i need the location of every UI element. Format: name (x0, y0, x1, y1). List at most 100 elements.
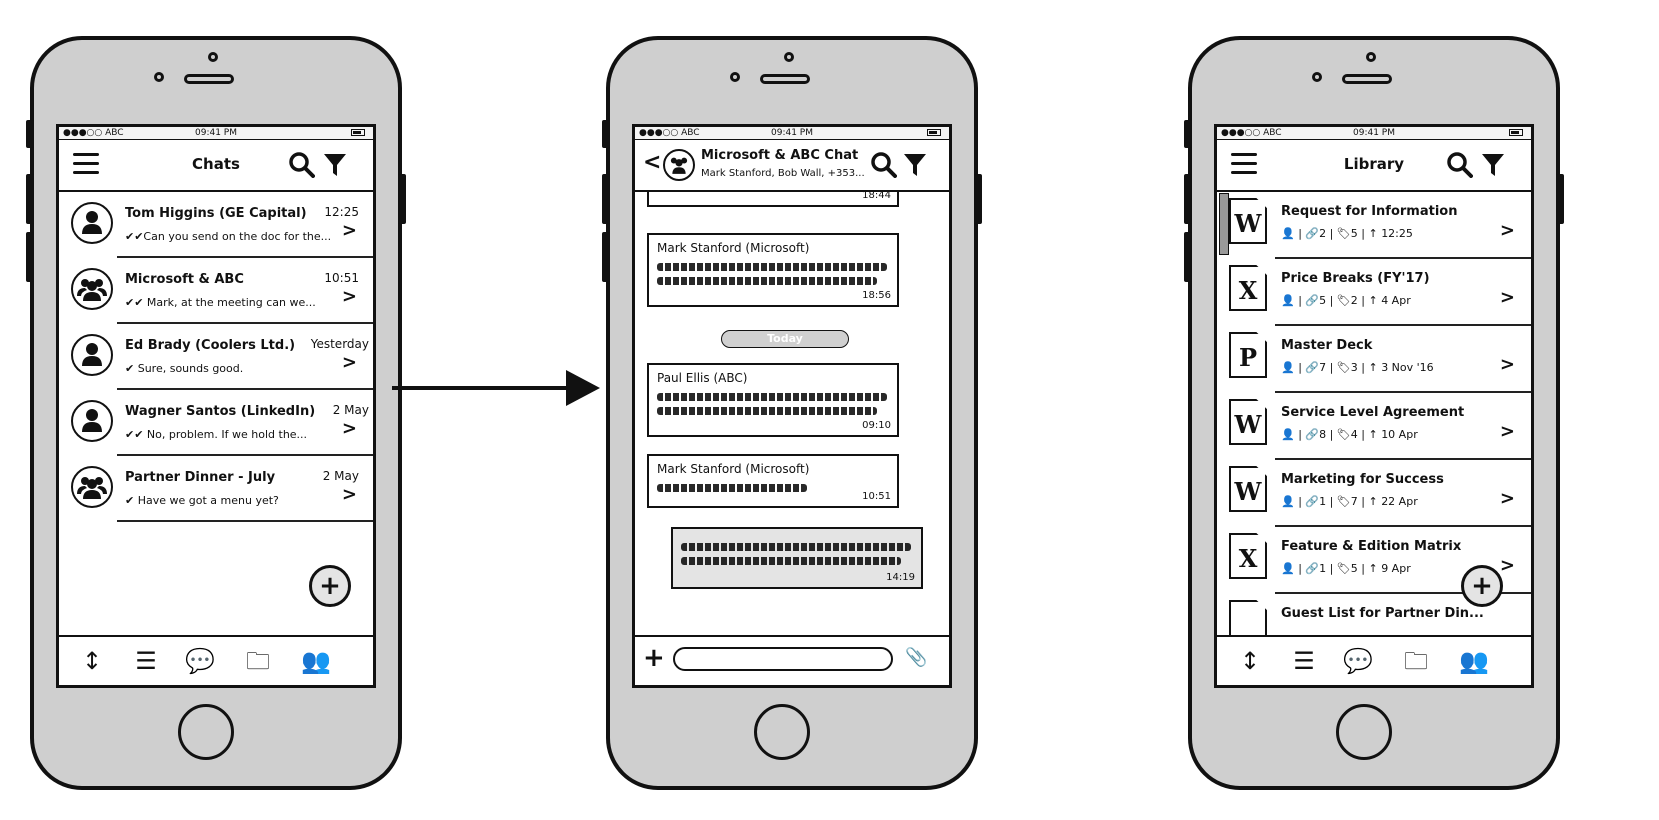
tags-count: 5 (1350, 227, 1358, 240)
doc-meta: 👤 | 🔗2 | 🏷5 | ↑ 12:25 (1281, 227, 1413, 240)
battery-icon (351, 129, 365, 136)
list-item[interactable]: Wagner Santos (LinkedIn) 2 May ✔✔ No, pr… (59, 390, 373, 456)
list-item[interactable]: Tom Higgins (GE Capital) 12:25 ✔✔Can you… (59, 192, 373, 258)
chevron-right-icon: > (1499, 555, 1515, 576)
word-doc-icon: W (1229, 399, 1267, 445)
list-icon[interactable]: ☰ (135, 647, 157, 675)
filter-icon[interactable] (903, 153, 927, 177)
chat-time: Yesterday (310, 337, 369, 351)
people-icon[interactable]: 👥 (1459, 647, 1489, 675)
chat-icon[interactable]: 💬 (1343, 647, 1373, 675)
list-item[interactable]: Ed Brady (Coolers Ltd.) Yesterday ✔ Sure… (59, 324, 373, 390)
avatar (71, 400, 113, 442)
message-time: 09:10 (862, 420, 891, 431)
message-bubble: Paul Ellis (ABC) 09:10 (647, 363, 899, 437)
message-sender: Mark Stanford (Microsoft) (657, 462, 810, 476)
list-item[interactable]: X Price Breaks (FY'17) 👤 | 🔗5 | 🏷2 | ↑ 4… (1217, 259, 1531, 326)
back-button[interactable]: < (643, 150, 662, 175)
list-item[interactable]: W Service Level Agreement 👤 | 🔗8 | 🏷4 | … (1217, 393, 1531, 460)
search-icon[interactable] (289, 152, 315, 178)
home-button[interactable] (178, 704, 234, 760)
divider (1275, 458, 1531, 460)
list-item[interactable]: Partner Dinner - July 2 May ✔ Have we go… (59, 456, 373, 522)
chat-time: 2 May (332, 403, 369, 417)
add-document-button[interactable]: + (1461, 565, 1503, 607)
chat-icon[interactable]: 💬 (185, 647, 215, 675)
menu-icon[interactable] (73, 153, 99, 175)
list-icon[interactable]: ☰ (1293, 647, 1315, 675)
home-button[interactable] (754, 704, 810, 760)
avatar (71, 268, 113, 310)
speaker-icon (184, 74, 234, 84)
group-avatar (663, 149, 695, 181)
folder-icon[interactable]: 🗀 (246, 647, 270, 675)
avatar (71, 202, 113, 244)
list-item[interactable]: Microsoft & ABC 10:51 ✔✔ Mark, at the me… (59, 258, 373, 324)
word-doc-icon: W (1229, 198, 1267, 244)
date-divider: Today (721, 330, 849, 348)
list-item[interactable]: W Request for Information 👤 | 🔗2 | 🏷5 | … (1217, 192, 1531, 259)
search-icon[interactable] (871, 152, 897, 178)
speaker-icon (760, 74, 810, 84)
search-icon[interactable] (1447, 152, 1473, 178)
doc-title: Feature & Edition Matrix (1281, 539, 1462, 554)
powerpoint-doc-icon: P (1229, 332, 1267, 378)
links-count: 1 (1319, 495, 1327, 508)
divider (1275, 257, 1531, 259)
message-time: 18:44 (862, 190, 891, 201)
doc-title: Request for Information (1281, 204, 1458, 219)
home-button[interactable] (1336, 704, 1392, 760)
filter-icon[interactable] (323, 153, 347, 177)
doc-meta: 👤 | 🔗7 | 🏷3 | ↑ 3 Nov '16 (1281, 361, 1434, 374)
chat-preview: ✔ Have we got a menu yet? (125, 494, 279, 507)
carrier: ●●●○○ ABC (639, 128, 700, 138)
scrollbar[interactable] (1219, 193, 1229, 255)
doc-date: 3 Nov '16 (1381, 361, 1434, 374)
divider (117, 388, 373, 390)
add-attachment-button[interactable]: + (643, 643, 665, 673)
person-icon (82, 211, 102, 234)
chevron-right-icon: > (1499, 220, 1515, 241)
sensor-icon (1312, 72, 1322, 82)
excel-doc-icon: X (1229, 265, 1267, 311)
list-item[interactable]: P Master Deck 👤 | 🔗7 | 🏷3 | ↑ 3 Nov '16 … (1217, 326, 1531, 393)
sort-icon[interactable]: ↕ (1239, 647, 1261, 675)
side-button (26, 174, 34, 224)
avatar (71, 334, 113, 376)
chat-time: 10:51 (324, 271, 359, 285)
sort-icon[interactable]: ↕ (81, 647, 103, 675)
chat-title: Microsoft & ABC Chat (701, 148, 859, 163)
page-title: Library (1343, 155, 1405, 173)
list-item[interactable]: W Marketing for Success 👤 | 🔗1 | 🏷7 | ↑ … (1217, 460, 1531, 527)
doc-type-letter: W (1234, 410, 1262, 439)
message-bubble: Mark Stanford (Microsoft) 18:56 (647, 233, 899, 307)
doc-type-letter: W (1234, 209, 1262, 238)
filter-icon[interactable] (1481, 153, 1505, 177)
excel-doc-icon: X (1229, 533, 1267, 579)
paperclip-icon[interactable]: 📎 (905, 647, 928, 668)
carrier: ●●●○○ ABC (63, 128, 124, 138)
side-button (1184, 120, 1192, 148)
message-text (657, 484, 807, 492)
menu-icon[interactable] (1231, 153, 1257, 175)
divider (1275, 592, 1531, 594)
chat-preview: ✔✔ Mark, at the meeting can we... (125, 296, 316, 309)
chat-preview: ✔✔Can you send on the doc for the... (125, 230, 332, 243)
tags-count: 4 (1350, 428, 1358, 441)
document-list: W Request for Information 👤 | 🔗2 | 🏷5 | … (1217, 192, 1531, 661)
side-button (1184, 232, 1192, 282)
message-bubble-own: 14:19 (671, 527, 923, 589)
status-time: 09:41 PM (195, 128, 237, 138)
list-item[interactable]: X Feature & Edition Matrix 👤 | 🔗1 | 🏷5 |… (1217, 527, 1531, 594)
people-icon[interactable]: 👥 (301, 647, 331, 675)
folder-icon[interactable]: 🗀 (1404, 647, 1428, 675)
message-text (657, 393, 887, 401)
message-input[interactable] (673, 647, 893, 671)
chevron-right-icon: > (1499, 287, 1515, 308)
phone-chat-detail: ●●●○○ ABC 09:41 PM 18:44 Mark Stanford (… (602, 36, 982, 790)
tab-bar: ↕ ☰ 💬 🗀 👥 (59, 635, 373, 685)
doc-date: 9 Apr (1381, 562, 1411, 575)
carrier: ●●●○○ ABC (1221, 128, 1282, 138)
add-chat-button[interactable]: + (309, 565, 351, 607)
battery-icon (927, 129, 941, 136)
